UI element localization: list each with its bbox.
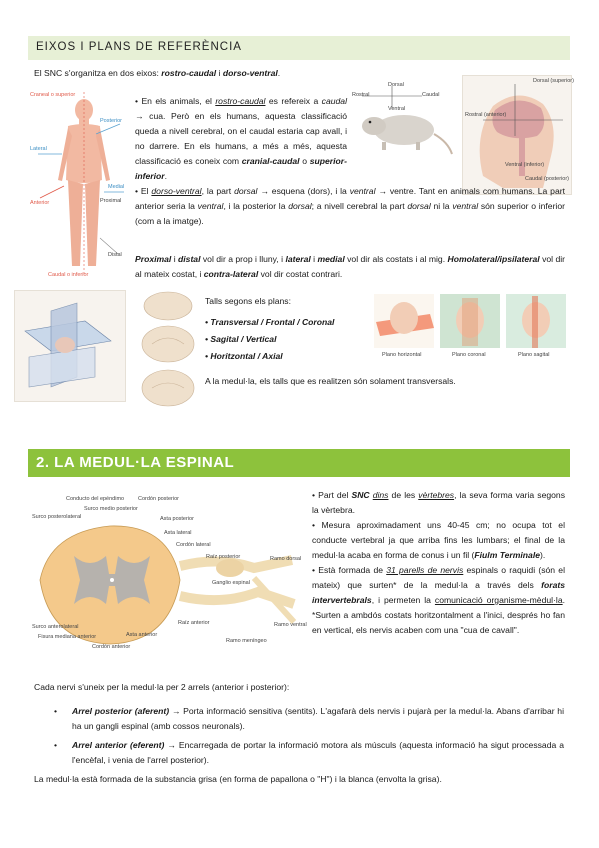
label-craneal: Craneal o superior (30, 92, 76, 98)
root-item-anterior: •Arrel anterior (eferent) → Encarregada … (54, 740, 564, 765)
spinal-cord-figure: Conducto del epéndimo Cordón posterior S… (30, 496, 308, 668)
fig-label-cordon-lateral: Cordón lateral (176, 542, 211, 548)
fig-label-asta-anterior: Asta anterior (126, 632, 158, 638)
section1-header: EIXOS I PLANS DE REFERÈNCIA (28, 36, 570, 60)
fig-label-surco-medio: Surco medio posterior (84, 506, 138, 512)
fig-label-asta-lateral: Asta lateral (164, 530, 192, 536)
label-lateral: Lateral (30, 146, 47, 152)
head-label-dorsal: Dorsal (superior) (533, 78, 574, 84)
cut-item-horitzontal: • Horitzontal / Axial (205, 351, 283, 361)
head-figure: Dorsal (superior) Ventral (inferior) Ros… (462, 75, 574, 195)
bullet-rostro-caudal: • En els animals, el rostro-caudal es re… (135, 96, 347, 181)
fig-label-ependimo: Conducto del epéndimo (66, 496, 125, 502)
bullet-snc: • Part del SNC dins de les vèrtebres, la… (312, 490, 565, 515)
final-line: La medul·la està formada de la substanci… (34, 774, 442, 784)
fig-label-cordon-posterior: Cordón posterior (138, 496, 179, 502)
section2-header: 2. LA MEDUL·LA ESPINAL (28, 449, 570, 477)
paragraph-proximal-distal: Proximal i distal vol dir a prop i lluny… (135, 254, 566, 279)
rat-figure: Rostral Dorsal Caudal Ventral (352, 82, 456, 162)
planes-heads-illustration (374, 294, 566, 348)
head-label-rostral: Rostral (anterior) (465, 112, 507, 118)
brain-sections-figure (128, 288, 200, 414)
label-distal: Distal (108, 252, 122, 258)
label-posterior: Posterior (100, 118, 123, 124)
fig-label-fisura: Fisura mediana anterior (38, 634, 97, 640)
body-axes-figure: Craneal o superior Posterior Lateral Med… (28, 88, 132, 280)
rat-label-ventral: Ventral (388, 106, 406, 112)
fig-label-surco-posterolateral: Surco posterolateral (32, 514, 82, 520)
fig-label-raiz-anterior: Raíz anterior (178, 620, 210, 626)
section2-bullets: • Part del SNC dins de les vèrtebres, la… (312, 488, 565, 638)
planes-images-figure: Plano horizontal Plano coronal Plano sag… (372, 292, 568, 362)
fig-label-ramo-ventral: Ramo ventral (274, 622, 307, 628)
plane-label-sagital: Plano sagital (518, 352, 550, 358)
fig-label-cordon-anterior: Cordón anterior (92, 644, 131, 650)
rat-label-dorsal: Dorsal (388, 82, 404, 88)
label-medial: Medial (108, 184, 125, 190)
rat-illustration (362, 86, 453, 155)
fig-label-asta-posterior: Asta posterior (160, 516, 194, 522)
head-label-ventral: Ventral (inferior) (505, 162, 545, 168)
label-anterior: Anterior (30, 200, 50, 206)
planes-cube-figure (14, 290, 126, 402)
human-body-illustration (38, 92, 124, 276)
bullet-dorso-ventral: • El dorso-ventral, la part dorsal → esq… (135, 186, 565, 226)
plane-label-horizontal: Plano horizontal (382, 352, 422, 358)
bullet-mesura: • Mesura aproximadament uns 40-45 cm; no… (312, 520, 565, 560)
planes-cube-illustration (24, 302, 112, 388)
bullet-formada: • Està formada de 31 parells de nervis e… (312, 565, 565, 635)
section2-title: 2. LA MEDUL·LA ESPINAL (36, 454, 235, 471)
label-caudal: Caudal o inferior (48, 272, 89, 278)
cuts-title: Talls segons els plans: (205, 296, 291, 306)
intro-line: El SNC s'organitza en dos eixos: rostro-… (34, 68, 281, 78)
cuts-note: A la medul·la, els talls que es realitze… (205, 376, 456, 386)
brain-sections-illustration (141, 291, 195, 407)
plane-label-coronal: Plano coronal (452, 352, 486, 358)
root-item-posterior: •Arrel posterior (aferent) → Porta infor… (54, 706, 564, 731)
rat-label-caudal: Caudal (422, 92, 440, 98)
label-proximal: Proximal (100, 198, 122, 204)
fig-label-raiz-posterior: Raíz posterior (206, 554, 241, 560)
fig-label-surco-anterolateral: Surco anterolateral (32, 624, 79, 630)
head-label-caudal: Caudal (posterior) (525, 176, 570, 182)
cut-item-transversal: • Transversal / Frontal / Coronal (205, 317, 335, 327)
cut-item-sagital: • Sagital / Vertical (205, 334, 277, 344)
spinal-cord-illustration (39, 525, 297, 645)
roots-intro: Cada nervi s'uneix per la medul·la per 2… (34, 682, 290, 692)
fig-label-ramo-meningeo: Ramo meníngeo (226, 638, 267, 644)
rat-label-rostral: Rostral (352, 92, 370, 98)
section1-title: EIXOS I PLANS DE REFERÈNCIA (36, 41, 242, 53)
head-brain-illustration (479, 84, 563, 188)
fig-label-ganglio: Ganglio espinal (212, 580, 250, 586)
cuts-block: Talls segons els plans: • Transversal / … (205, 294, 375, 364)
roots-list: •Arrel posterior (aferent) → Porta infor… (54, 704, 564, 768)
fig-label-ramo-dorsal: Ramo dorsal (270, 556, 302, 562)
